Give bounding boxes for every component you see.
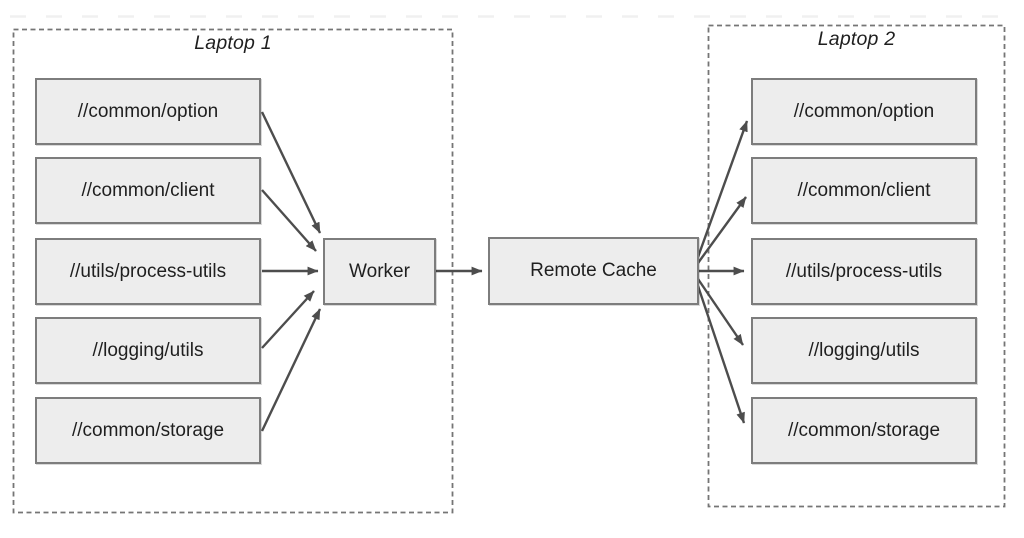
laptop1-node-common-storage: //common/storage	[35, 397, 261, 464]
laptop1-node-utils-process-utils: //utils/process-utils	[35, 238, 261, 305]
laptop2-node-common-client: //common/client	[751, 157, 977, 224]
laptop2-node-common-option: //common/option	[751, 78, 977, 145]
laptop2-node-utils-process-utils: //utils/process-utils	[751, 238, 977, 305]
laptop2-node-common-storage: //common/storage	[751, 397, 977, 464]
laptop1-node-common-client: //common/client	[35, 157, 261, 224]
remote-cache-node: Remote Cache	[488, 237, 699, 305]
edge-client-to-worker	[261, 189, 317, 252]
edge-storage-to-worker	[260, 308, 322, 432]
edge-remote-cache-to-client	[697, 196, 747, 264]
laptop1-title: Laptop 1	[194, 32, 272, 54]
edge-remote-cache-to-option	[696, 120, 749, 258]
edge-logging-to-worker	[261, 290, 315, 349]
laptop2-node-logging-utils: //logging/utils	[751, 317, 977, 384]
laptop1-node-logging-utils: //logging/utils	[35, 317, 261, 384]
edge-remote-cache-to-storage	[696, 285, 746, 424]
laptop2-title: Laptop 2	[817, 28, 896, 50]
edge-option-to-worker	[260, 111, 322, 234]
laptop2-group-border	[707, 24, 1006, 508]
worker-node: Worker	[323, 238, 436, 305]
laptop1-node-common-option: //common/option	[35, 78, 261, 145]
edge-remote-cache-to-logging	[697, 278, 744, 346]
